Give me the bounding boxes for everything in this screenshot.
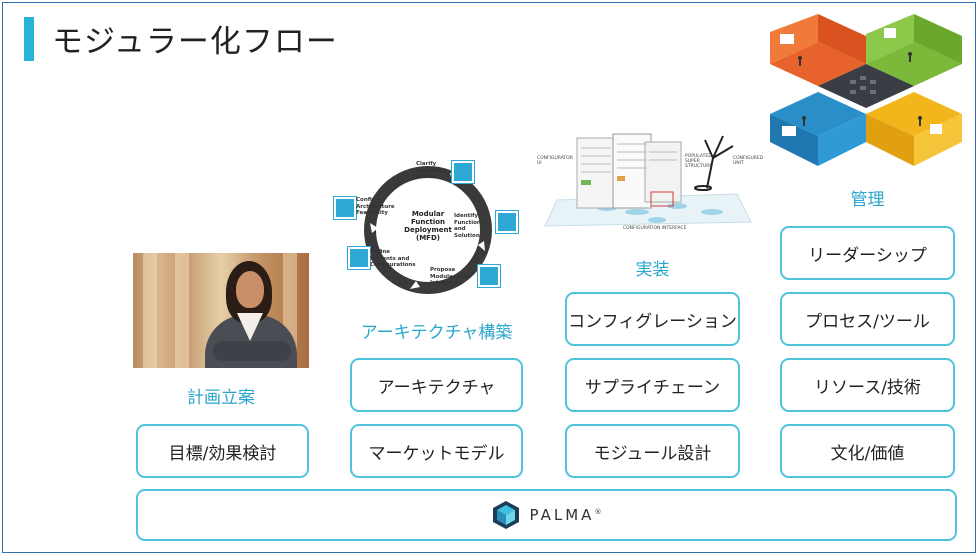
market-model-box: マーケットモデル: [350, 424, 523, 478]
architecture-box: アーキテクチャ: [350, 358, 523, 412]
variants-icon: [348, 247, 370, 269]
super-structure-caption: POPULATED SUPER STRUCTURE: [685, 154, 713, 169]
configured-unit-caption: CONFIGURED UNIT: [733, 156, 764, 166]
implementation-label: 実装: [635, 260, 670, 280]
isometric-departments: [770, 14, 962, 166]
culture-values-box: 文化/価値: [780, 424, 955, 478]
planning-label: 計画立案: [187, 388, 255, 408]
configurator-ui-caption: CONFIGURATOR UI: [537, 156, 573, 166]
modules-icon: [478, 265, 500, 287]
goals-effects-box: 目標/効果検討: [136, 424, 309, 478]
gears-icon: [496, 211, 518, 233]
process-tools-box: プロセス/ツール: [780, 292, 955, 346]
configurator-illustration: CONFIGURATOR UI POPULATED SUPER STRUCTUR…: [537, 130, 764, 232]
mfd-step-2: Identify Functions and Solutions: [454, 213, 485, 239]
mfd-step-1: Clarify Customer Needs: [416, 161, 446, 180]
mfd-step-5: Confirm Architecture Feasibility: [356, 197, 395, 216]
slide-title: モジュラー化フロー: [52, 24, 338, 60]
mfd-step-4: Define Variants and Configurations: [370, 249, 416, 268]
configuration-interface-caption: CONFIGURATION INTERFACE: [623, 226, 687, 231]
configuration-box: コンフィグレーション: [565, 292, 740, 346]
leadership-box: リーダーシップ: [780, 226, 955, 280]
businesswoman-photo: [133, 253, 309, 368]
mfd-center-label: Modular Function Deployment (MFD): [404, 210, 452, 242]
supply-chain-box: サプライチェーン: [565, 358, 740, 412]
mfd-cycle-diagram: Modular Function Deployment (MFD) Clarif…: [330, 155, 525, 298]
customer-needs-icon: [452, 161, 474, 183]
architecture-icon: [334, 197, 356, 219]
palma-hexagon-logo-icon: [492, 501, 519, 529]
mfd-step-3: Propose Modules and Interfaces: [430, 267, 470, 286]
palma-platform-bar: PALMA®: [136, 489, 957, 541]
resources-tech-box: リソース/技術: [780, 358, 955, 412]
architecture-label: アーキテクチャ構築: [360, 323, 513, 343]
configurator-drawing: [544, 133, 752, 227]
management-label: 管理: [850, 190, 885, 210]
management-isometric-illustration: [760, 14, 972, 184]
title-accent-bar: [24, 17, 34, 61]
palma-brand-text: PALMA®: [529, 506, 602, 524]
module-design-box: モジュール設計: [565, 424, 740, 478]
